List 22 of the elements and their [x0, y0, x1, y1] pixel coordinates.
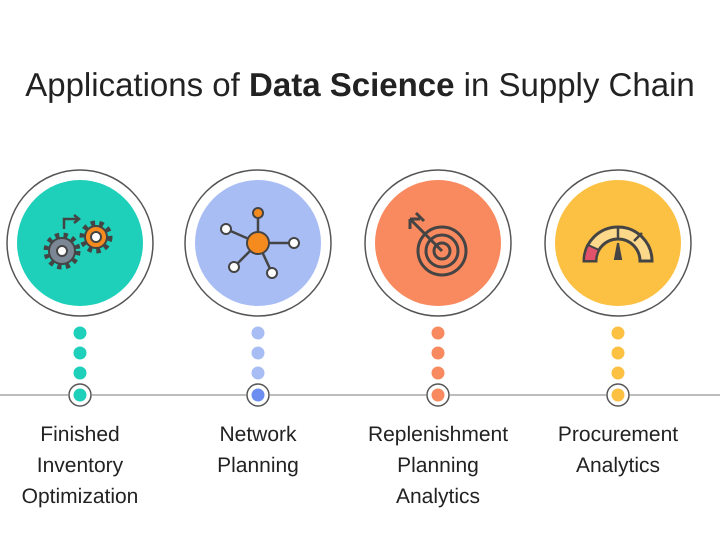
icon-circle — [364, 169, 512, 317]
timeline-marker — [246, 383, 270, 407]
dotted-connector — [252, 326, 264, 382]
connector-line — [92, 394, 246, 396]
caption-text: Replenishment Planning Analytics — [366, 422, 510, 510]
timeline-marker — [68, 383, 92, 407]
caption-text: Network Planning — [216, 422, 300, 479]
dotted-connector — [74, 326, 86, 382]
caption-text: Procurement Analytics — [556, 422, 680, 479]
timeline-marker — [606, 383, 630, 407]
dotted-connector — [612, 326, 624, 382]
title: Applications of Data Science in Supply Chain — [24, 66, 696, 104]
icon-circle — [544, 169, 692, 317]
icon-circle — [184, 169, 332, 317]
connector-line — [450, 394, 606, 396]
dotted-connector — [432, 326, 444, 382]
caption-text: Finished Inventory Optimization — [20, 422, 140, 510]
icon-circle — [6, 169, 154, 317]
connector-line — [270, 394, 426, 396]
connector-line — [630, 394, 720, 396]
connector-line — [0, 394, 68, 396]
timeline-marker — [426, 383, 450, 407]
